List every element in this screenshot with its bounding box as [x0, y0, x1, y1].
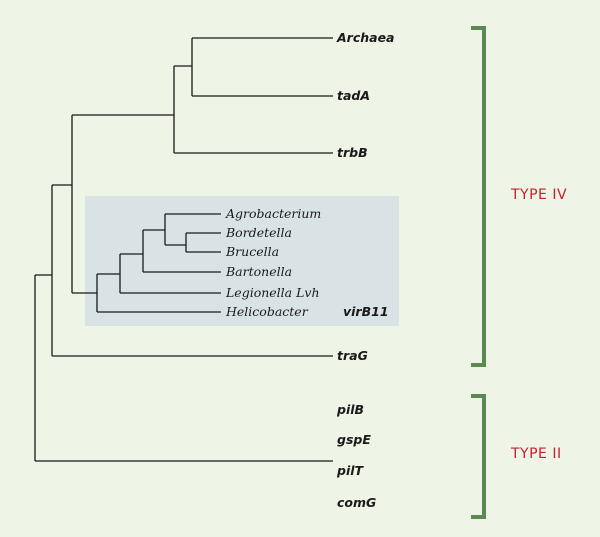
- type4-bracket: [471, 26, 486, 367]
- leaf-bartonella: Bartonella: [226, 264, 293, 279]
- leaf-agrobacterium: Agrobacterium: [226, 206, 322, 221]
- group-label-type4: TYPE IV: [511, 187, 568, 203]
- leaf-traG: traG: [337, 348, 368, 363]
- group-label-type2: TYPE II: [511, 446, 562, 462]
- leaf-legionella: Legionella Lvh: [226, 285, 320, 300]
- leaf-gspE: gspE: [337, 432, 371, 447]
- leaf-brucella: Brucella: [226, 244, 280, 259]
- virB11-clade-highlight: [85, 196, 399, 326]
- leaf-trbB: trbB: [337, 145, 368, 160]
- leaf-archaea: Archaea: [337, 30, 395, 45]
- leaf-bordetella: Bordetella: [226, 225, 292, 240]
- type2-bracket: [471, 394, 486, 519]
- clade-label-virB11: virB11: [343, 304, 389, 319]
- leaf-pilT: pilT: [337, 463, 364, 478]
- leaf-helicobacter: Helicobacter: [226, 304, 308, 319]
- leaf-pilB: pilB: [337, 402, 365, 417]
- leaf-comG: comG: [337, 495, 377, 510]
- tree-branches: [34, 37, 333, 462]
- leaf-tadA: tadA: [337, 88, 371, 103]
